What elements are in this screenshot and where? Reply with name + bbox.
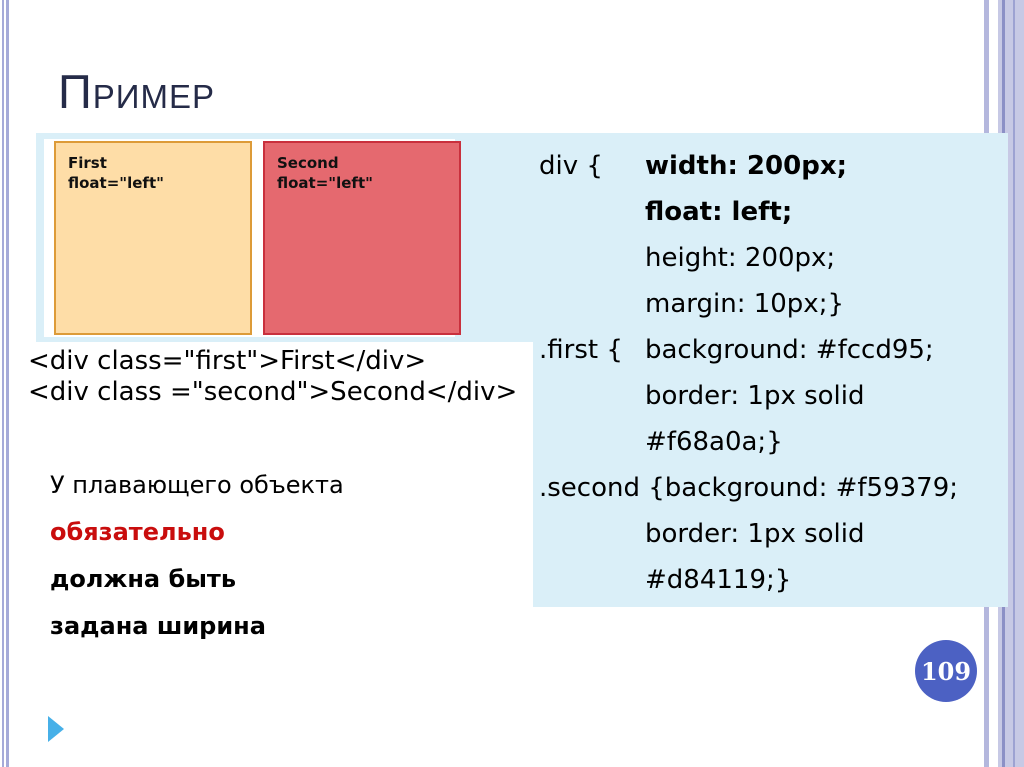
css-code-line: float: left; bbox=[645, 197, 793, 227]
css-code-line: border: 1px solid bbox=[645, 381, 865, 411]
css-code-line: #f68a0a;} bbox=[645, 427, 783, 457]
html-code-line: <div class="first">First</div> bbox=[28, 346, 427, 376]
css-code-line: .second {background: #f59379; bbox=[539, 473, 959, 503]
css-code-line: height: 200px; bbox=[645, 243, 836, 273]
demo-box-first-subtitle: float="left" bbox=[68, 174, 164, 192]
css-code-line: border: 1px solid bbox=[645, 519, 865, 549]
note-line: должна быть bbox=[50, 565, 237, 593]
demo-box-first: First float="left" bbox=[54, 141, 252, 335]
note-line: задана ширина bbox=[50, 612, 266, 640]
css-code-line: margin: 10px;} bbox=[645, 289, 844, 319]
css-code-panel-background bbox=[533, 133, 1008, 607]
demo-box-first-title: First bbox=[68, 154, 107, 172]
page-number: 109 bbox=[920, 656, 972, 686]
css-code-line: .first { background: #fccd95; bbox=[539, 335, 934, 365]
note-line-emphasis: обязательно bbox=[50, 518, 225, 546]
demo-box-second-subtitle: float="left" bbox=[277, 174, 373, 192]
demo-box-second-title: Second bbox=[277, 154, 339, 172]
css-code-block: div { width: 200px; float: left; height:… bbox=[539, 143, 1004, 603]
left-stripe-1 bbox=[2, 0, 4, 767]
note-line: У плавающего объекта bbox=[50, 471, 344, 499]
css-code-line: #d84119;} bbox=[645, 565, 792, 595]
slide-title: Пример bbox=[58, 65, 216, 118]
right-stripe-inner bbox=[1013, 0, 1015, 767]
left-stripe-2 bbox=[6, 0, 9, 767]
html-code-snippet: <div class="first">First</div> <div clas… bbox=[28, 346, 517, 408]
next-slide-arrow-icon[interactable] bbox=[48, 716, 64, 742]
css-code-line: div { width: 200px; bbox=[539, 151, 847, 181]
note-text: У плавающего объекта обязательно должна … bbox=[50, 462, 344, 650]
float-demo-card: First float="left" Second float="left" bbox=[44, 139, 461, 337]
demo-box-second: Second float="left" bbox=[263, 141, 461, 335]
html-code-line: <div class ="second">Second</div> bbox=[28, 377, 518, 407]
page-number-badge: 109 bbox=[915, 640, 977, 702]
